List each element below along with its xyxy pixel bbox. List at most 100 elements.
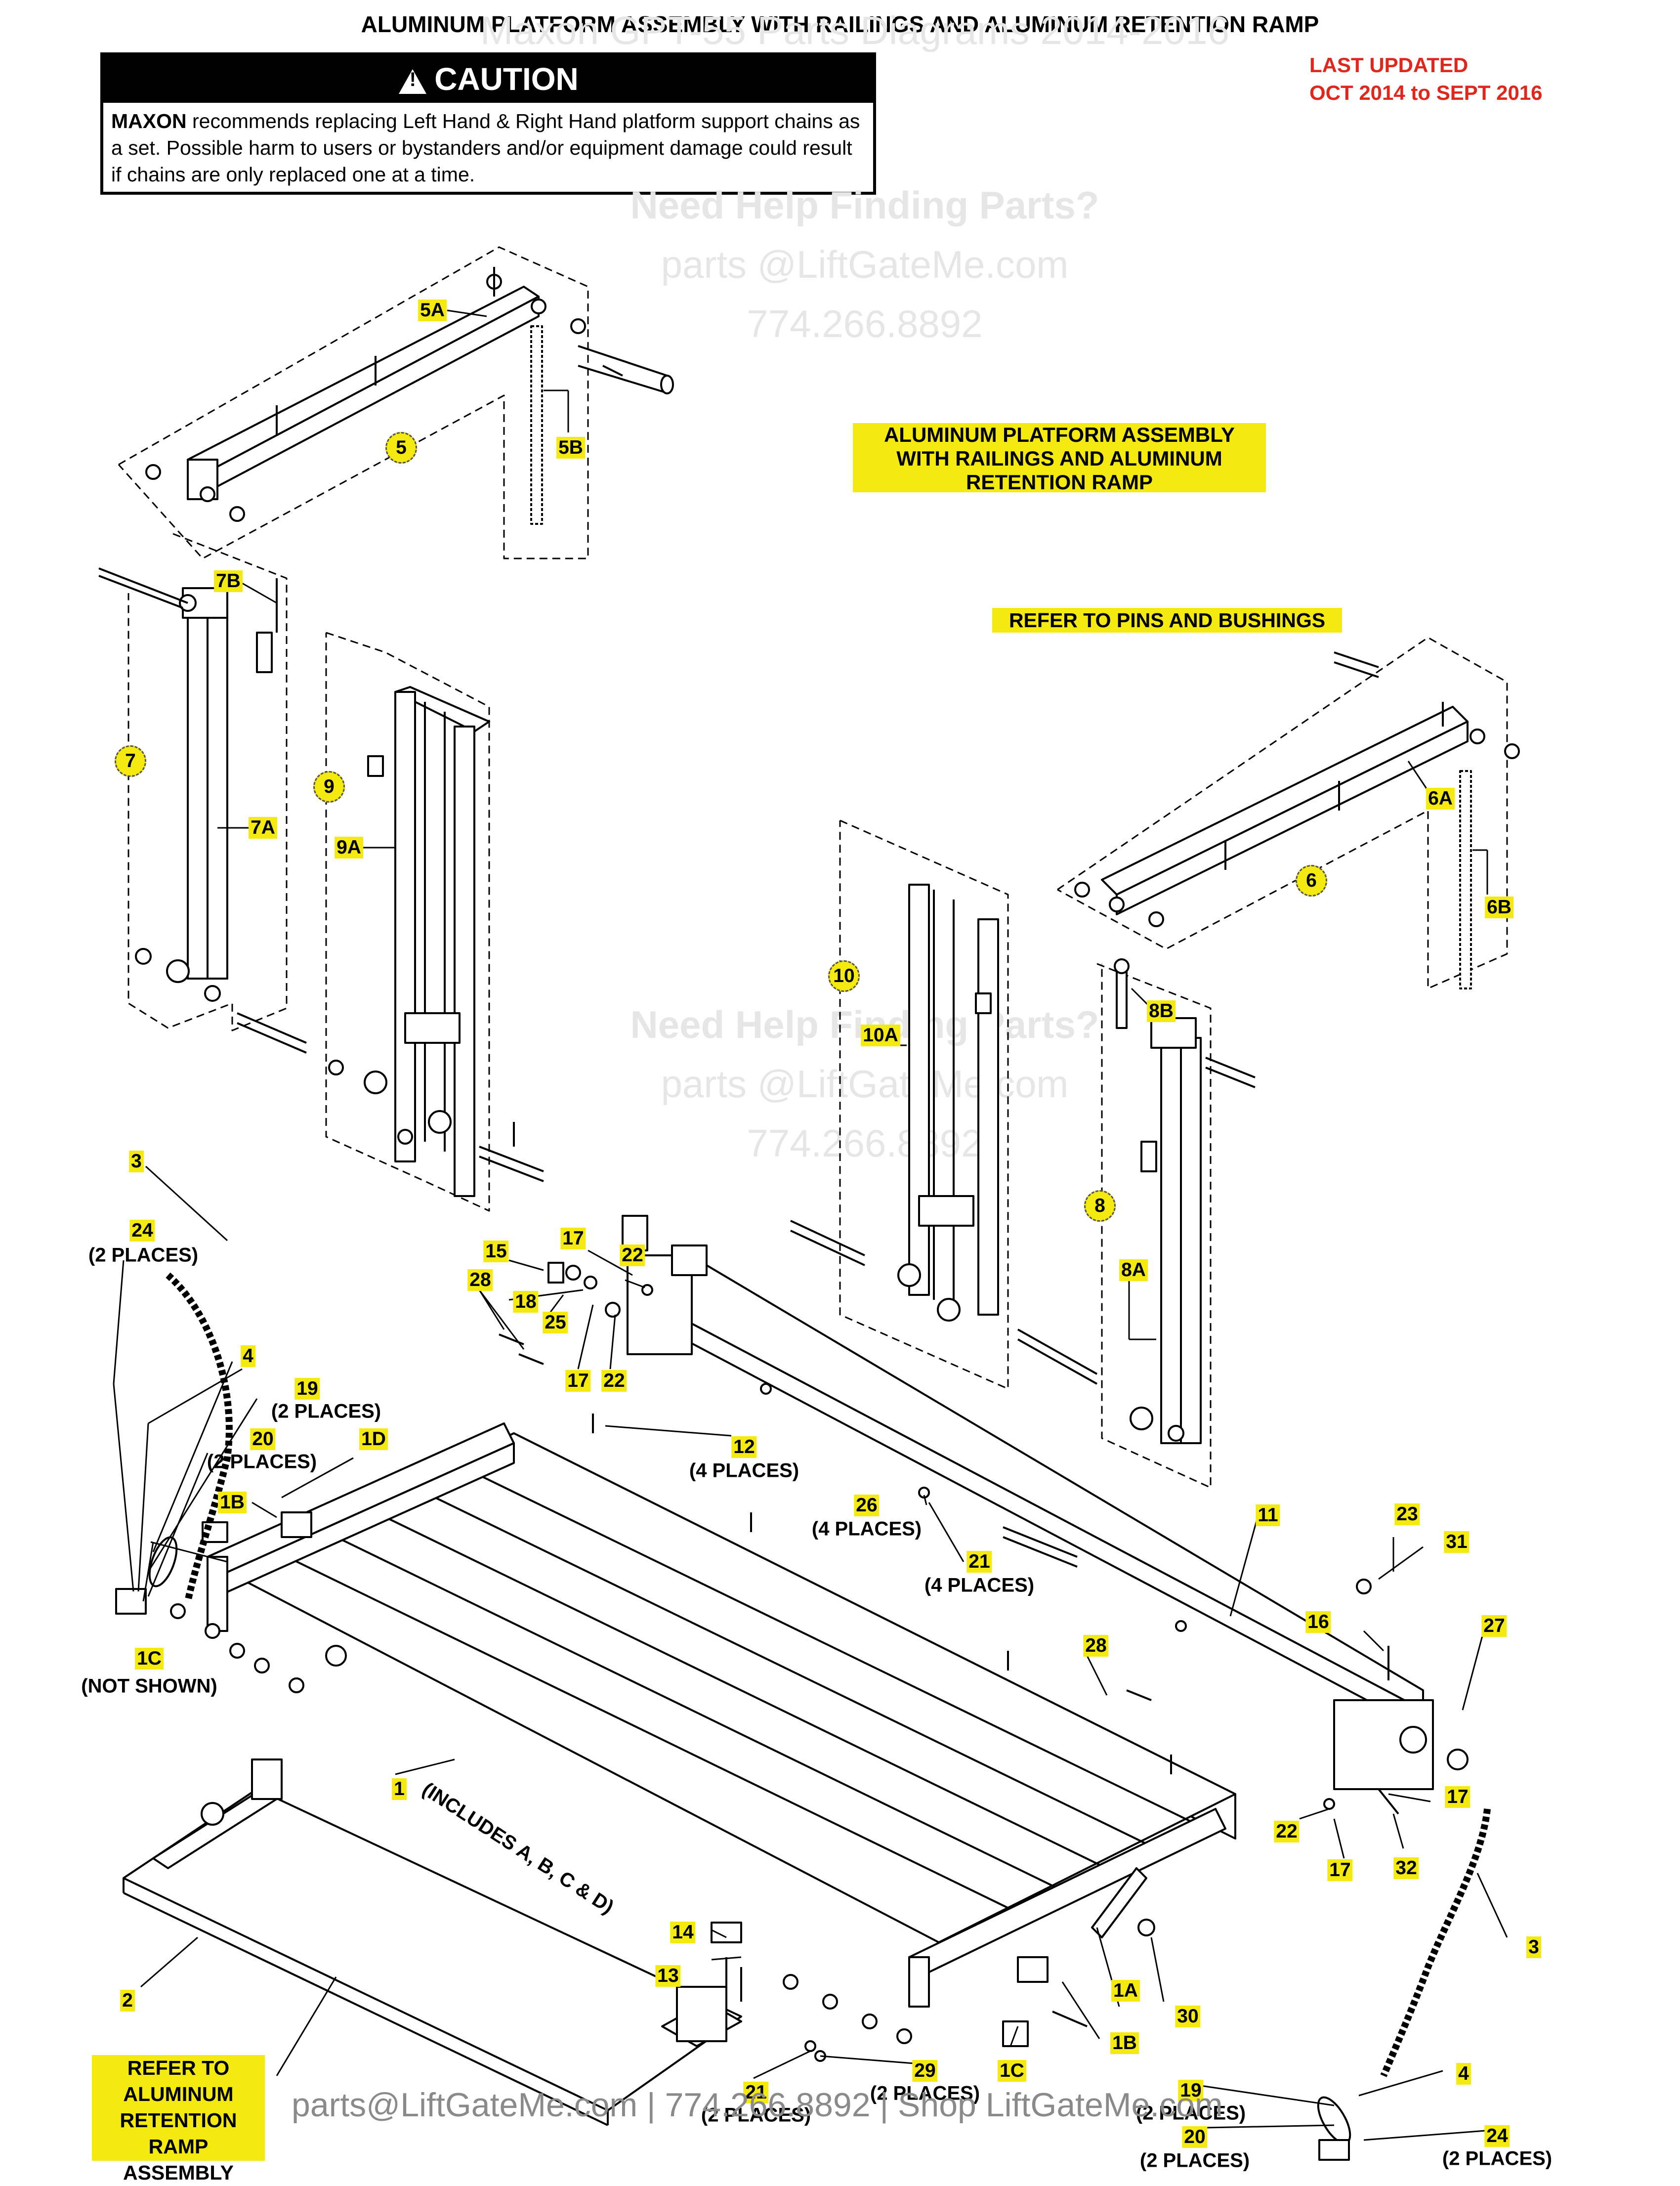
- note-4-places-12: (4 PLACES): [689, 1459, 799, 1482]
- callout-26[interactable]: 26: [854, 1495, 880, 1516]
- callout-16[interactable]: 16: [1305, 1611, 1331, 1633]
- callout-28-a[interactable]: 28: [467, 1269, 493, 1291]
- watermark-phone-top: 774.266.8892: [747, 302, 983, 345]
- caution-heading: CAUTION: [434, 61, 579, 97]
- callout-2[interactable]: 2: [120, 1990, 135, 2012]
- callout-1A[interactable]: 1A: [1111, 1980, 1140, 2002]
- callout-32[interactable]: 32: [1393, 1857, 1419, 1879]
- callout-8A[interactable]: 8A: [1119, 1259, 1148, 1281]
- callout-13[interactable]: 13: [655, 1965, 681, 1987]
- callout-5B[interactable]: 5B: [556, 437, 585, 459]
- callout-17-a[interactable]: 17: [560, 1228, 586, 1249]
- watermark-email-mid: parts @LiftGateMe.com: [661, 1062, 1069, 1106]
- callout-6[interactable]: 6: [1296, 865, 1327, 897]
- callout-7A[interactable]: 7A: [249, 817, 277, 839]
- note-2-places-19a: (2 PLACES): [271, 1400, 381, 1422]
- assembly-title-line2: WITH RAILINGS AND ALUMINUM: [896, 447, 1222, 470]
- callout-4-left[interactable]: 4: [241, 1345, 255, 1367]
- callout-6B[interactable]: 6B: [1485, 897, 1513, 918]
- callout-31[interactable]: 31: [1444, 1531, 1470, 1553]
- caution-body: recommends replacing Left Hand & Right H…: [111, 110, 860, 186]
- callout-7[interactable]: 7: [115, 745, 146, 777]
- callout-25[interactable]: 25: [543, 1312, 568, 1333]
- caution-box: ! CAUTION MAXON recommends replacing Lef…: [100, 52, 876, 195]
- page-title: ALUMINUM PLATFORM ASSEMBLY WITH RAILINGS…: [361, 11, 1319, 37]
- callout-5[interactable]: 5: [385, 432, 417, 464]
- callout-21-a[interactable]: 21: [966, 1551, 992, 1573]
- callout-1D[interactable]: 1D: [359, 1428, 388, 1450]
- part-9-frame: [325, 632, 544, 1212]
- part-5-crossbar: [118, 246, 674, 559]
- callout-8B[interactable]: 8B: [1147, 1000, 1176, 1022]
- callout-23[interactable]: 23: [1394, 1503, 1420, 1525]
- callout-17-b[interactable]: 17: [565, 1370, 591, 1392]
- callout-17-d[interactable]: 17: [1327, 1859, 1353, 1881]
- callout-28-b[interactable]: 28: [1083, 1635, 1109, 1657]
- caution-text: MAXON recommends replacing Left Hand & R…: [103, 103, 873, 193]
- part-2-ramp: [123, 1758, 742, 2126]
- callout-10[interactable]: 10: [828, 960, 860, 992]
- callout-29[interactable]: 29: [912, 2060, 938, 2082]
- callout-20-left[interactable]: 20: [250, 1428, 276, 1450]
- part-3-chain-right: [1317, 1808, 1491, 2161]
- callout-3-right[interactable]: 3: [1526, 1936, 1541, 1958]
- watermark-phone-mid: 774.266.8892: [747, 1121, 983, 1165]
- part-1-platform: [170, 1422, 1236, 2047]
- callout-15[interactable]: 15: [483, 1241, 509, 1262]
- note-2-places-20a: (2 PLACES): [207, 1451, 317, 1473]
- assembly-title-line1: ALUMINUM PLATFORM ASSEMBLY: [883, 423, 1235, 446]
- part-10-frame: [790, 819, 1097, 1390]
- callout-10A[interactable]: 10A: [861, 1025, 900, 1046]
- callout-18[interactable]: 18: [513, 1291, 539, 1313]
- caution-brand: MAXON: [111, 110, 187, 132]
- watermark-help-top: Need Help Finding Parts?: [630, 183, 1099, 227]
- callout-8[interactable]: 8: [1084, 1190, 1116, 1222]
- callout-22-a[interactable]: 22: [620, 1244, 645, 1266]
- callout-24-left[interactable]: 24: [129, 1220, 155, 1242]
- callout-19-right[interactable]: 19: [1178, 2080, 1204, 2101]
- callout-11[interactable]: 11: [1256, 1504, 1280, 1526]
- callout-1B-right[interactable]: 1B: [1110, 2032, 1139, 2054]
- watermark-email-top: parts @LiftGateMe.com: [661, 243, 1069, 286]
- note-4-places-26: (4 PLACES): [811, 1518, 922, 1540]
- callout-20-right[interactable]: 20: [1182, 2126, 1208, 2148]
- refer-ramp-link[interactable]: REFER TO ALUMINUM RETENTION RAMP ASSEMBL…: [92, 2055, 265, 2184]
- callout-12[interactable]: 12: [731, 1436, 757, 1458]
- part-6-crossbar: [1057, 637, 1520, 989]
- callout-27[interactable]: 27: [1481, 1615, 1507, 1637]
- callout-19-left[interactable]: 19: [294, 1378, 320, 1400]
- callout-22-c[interactable]: 22: [1274, 1821, 1300, 1843]
- last-updated-label: LAST UPDATED: [1309, 53, 1469, 77]
- callout-24-right[interactable]: 24: [1484, 2125, 1510, 2147]
- callout-21-b[interactable]: 21: [743, 2082, 769, 2103]
- callout-1B-left[interactable]: 1B: [218, 1492, 247, 1513]
- callout-22-b[interactable]: 22: [601, 1370, 627, 1392]
- assembly-title-line3: RETENTION RAMP: [966, 471, 1153, 494]
- note-2-places-24b: (2 PLACES): [1442, 2147, 1553, 2170]
- callout-14[interactable]: 14: [670, 1922, 696, 1943]
- refer-ramp-line4: ASSEMBLY: [123, 2161, 234, 2184]
- note-4-places-21a: (4 PLACES): [924, 1574, 1035, 1596]
- refer-pins-link[interactable]: REFER TO PINS AND BUSHINGS: [992, 608, 1342, 633]
- watermark-title: Maxon GPT-55 Parts Diagrams 2014-2016: [480, 8, 1230, 52]
- warning-icon: !: [398, 66, 427, 94]
- callout-30[interactable]: 30: [1175, 2006, 1201, 2027]
- callout-4-right[interactable]: 4: [1456, 2063, 1471, 2085]
- callout-17-c[interactable]: 17: [1445, 1786, 1470, 1808]
- refer-ramp-line3: RETENTION RAMP: [120, 2109, 237, 2158]
- callout-6A[interactable]: 6A: [1426, 788, 1455, 810]
- callout-9A[interactable]: 9A: [335, 837, 363, 858]
- callout-1[interactable]: 1: [392, 1778, 407, 1800]
- refer-ramp-line1: REFER TO: [127, 2057, 230, 2079]
- callout-7B[interactable]: 7B: [214, 570, 243, 592]
- part-7-post: [98, 533, 307, 1054]
- last-updated-range: OCT 2014 to SEPT 2016: [1309, 81, 1543, 104]
- note-2-places-20b: (2 PLACES): [1139, 2149, 1250, 2172]
- callout-3-left[interactable]: 3: [129, 1151, 144, 1172]
- callout-9[interactable]: 9: [313, 771, 345, 803]
- callout-1C-right[interactable]: 1C: [998, 2060, 1026, 2082]
- part-8-post: [1096, 958, 1256, 1489]
- caution-header: ! CAUTION: [103, 55, 873, 103]
- callout-5A[interactable]: 5A: [418, 300, 447, 321]
- callout-1C-left[interactable]: 1C: [135, 1648, 164, 1670]
